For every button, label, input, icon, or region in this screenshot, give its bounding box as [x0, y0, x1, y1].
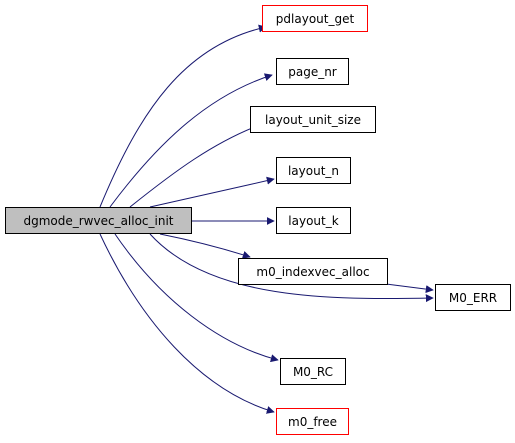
- edge-to-m0-indexvec-alloc: [159, 233, 251, 259]
- edge-indexvec-to-m0-err: [385, 283, 434, 294]
- node-layout-k[interactable]: layout_k: [276, 207, 351, 234]
- node-pdlayout-get[interactable]: pdlayout_get: [262, 5, 368, 32]
- edge-to-m0-free: [99, 233, 275, 414]
- node-layout-unit-size[interactable]: layout_unit_size: [250, 106, 376, 133]
- node-layout-n[interactable]: layout_n: [276, 157, 351, 184]
- node-m0-indexvec-alloc[interactable]: m0_indexvec_alloc: [238, 258, 388, 285]
- node-m0-err[interactable]: M0_ERR: [435, 284, 511, 311]
- edge-to-pdlayout-get: [99, 24, 267, 208]
- edge-to-layout-n: [149, 176, 275, 208]
- edge-to-page-nr: [109, 73, 273, 208]
- edge-to-layout-unit-size: [129, 120, 269, 208]
- node-page-nr[interactable]: page_nr: [276, 58, 349, 85]
- edge-to-m0-err: [149, 233, 434, 303]
- node-m0-free[interactable]: m0_free: [276, 408, 349, 435]
- root-node-dgmode-rwvec-alloc-init: dgmode_rwvec_alloc_init: [5, 207, 192, 234]
- edge-to-m0-rc: [114, 233, 279, 363]
- node-m0-rc[interactable]: M0_RC: [280, 358, 346, 385]
